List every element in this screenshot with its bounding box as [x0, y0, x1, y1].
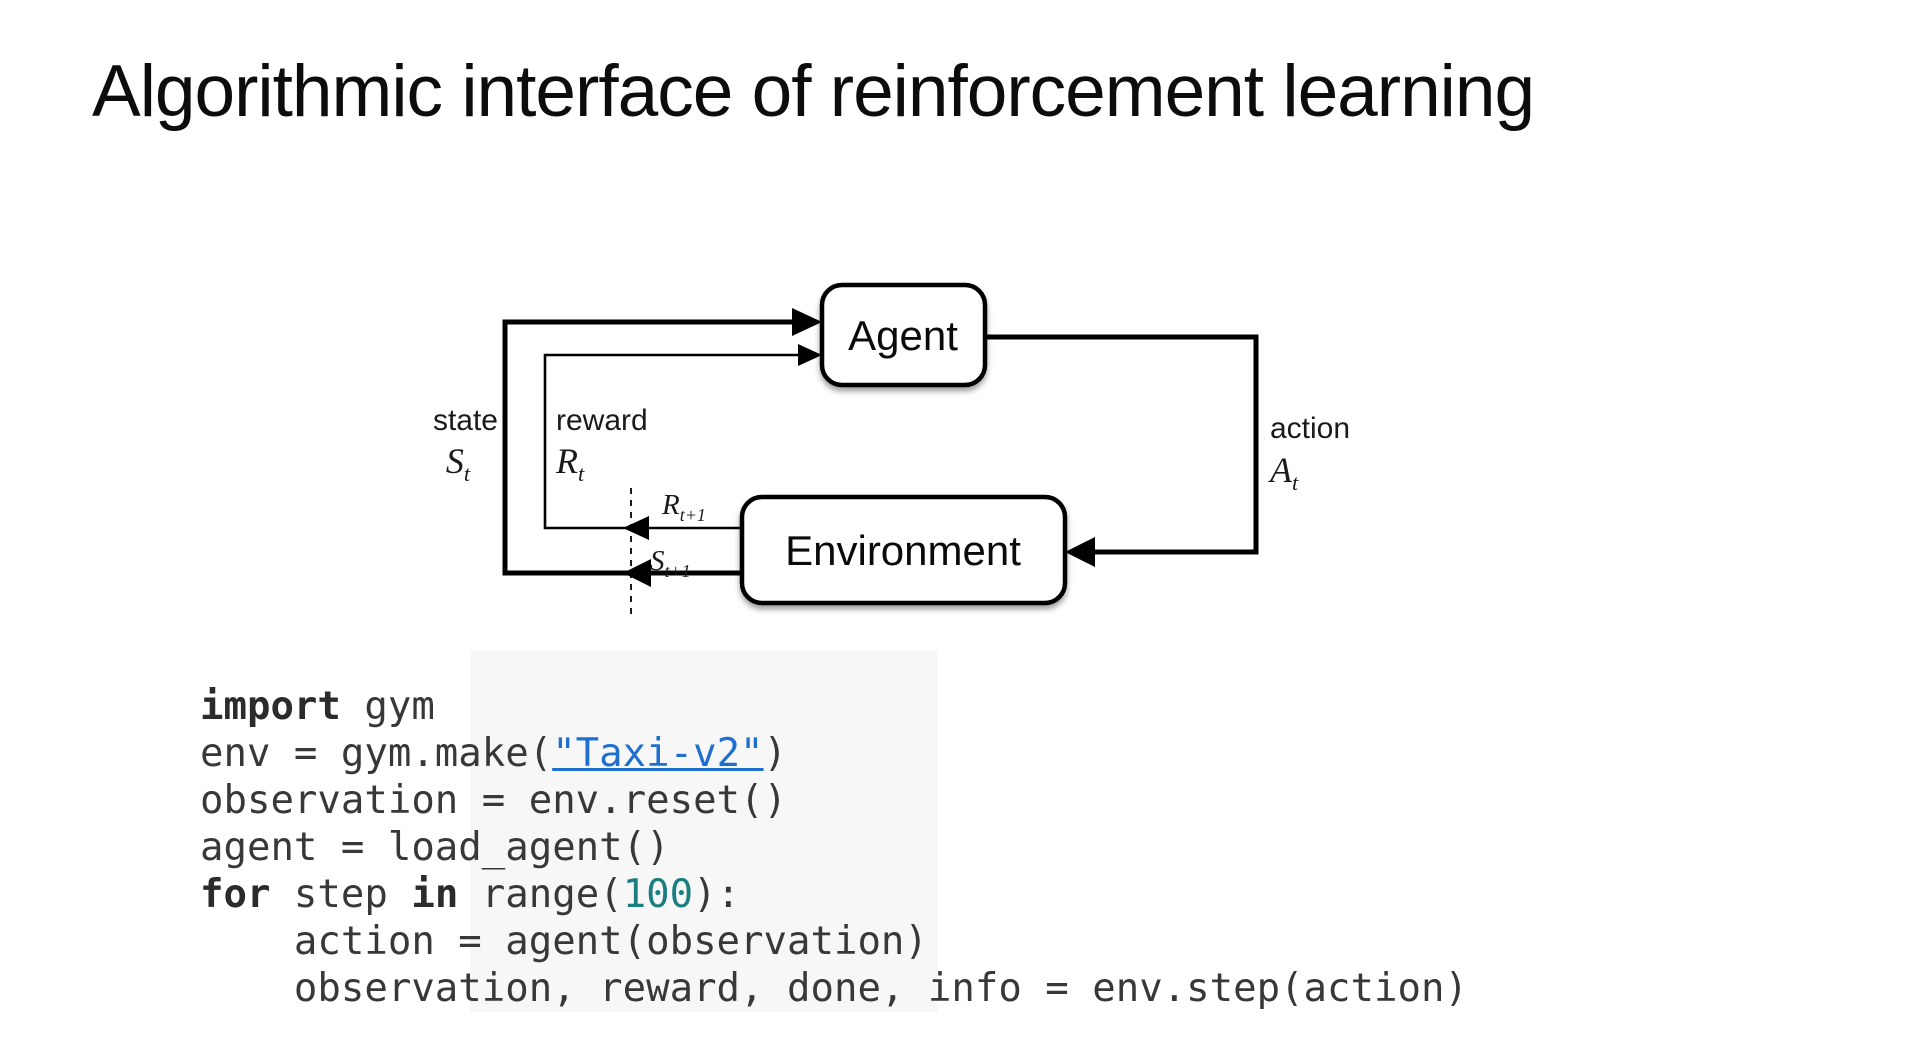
- state-subscript: t: [463, 461, 471, 487]
- number-literal: 100: [622, 872, 694, 917]
- reward-into-agent-arrowhead: [798, 344, 822, 366]
- for-keyword: for: [200, 872, 271, 917]
- agent-box: [819, 282, 988, 388]
- next-state-label: St+1: [650, 545, 691, 582]
- action-subscript: t: [1292, 470, 1299, 496]
- state-symbol-label: St: [426, 440, 490, 487]
- code-line-2: env = gym.make("Taxi-v2"): [200, 730, 1468, 777]
- code-line-4: agent = load_agent(): [200, 824, 1468, 871]
- next-reward-subscript: t+1: [679, 504, 706, 525]
- code-text: env = gym.make(: [200, 731, 553, 776]
- code-line-6: action = agent(observation): [200, 918, 1468, 965]
- code-text: agent = load_agent(): [200, 825, 670, 870]
- code-text: range(: [458, 872, 623, 917]
- reward-symbol-label: Rt: [556, 440, 584, 487]
- import-keyword: import: [200, 684, 341, 729]
- code-text: observation = env.reset(): [200, 778, 787, 823]
- action-word-label: action: [1270, 412, 1351, 445]
- environment-box: [739, 494, 1068, 606]
- taxi-v2-link[interactable]: "Taxi-v2": [552, 731, 764, 776]
- state-symbol: S: [445, 441, 464, 481]
- next-reward-label: Rt+1: [662, 489, 706, 526]
- in-keyword: in: [411, 872, 459, 917]
- next-state-left-arrowhead: [623, 559, 651, 587]
- next-reward-left-arrowhead: [623, 516, 649, 540]
- reward-symbol: R: [556, 441, 578, 481]
- environment-box-label: Environment: [785, 527, 1021, 574]
- code-line-7: observation, reward, done, info = env.st…: [200, 965, 1468, 1012]
- action-symbol-label: At: [1270, 449, 1298, 496]
- state-into-agent-arrowhead: [792, 308, 822, 336]
- reward-subscript: t: [578, 461, 585, 487]
- next-state-subscript: t+1: [664, 560, 691, 581]
- code-text: gym: [340, 684, 435, 729]
- code-text: observation, reward, done, info = env.st…: [200, 966, 1468, 1011]
- rl-loop-diagram: Agent Environment: [502, 282, 1259, 620]
- page-title: Algorithmic interface of reinforcement l…: [92, 51, 1535, 132]
- code-text: action = agent(observation): [200, 919, 928, 964]
- reward-word-label: reward: [556, 404, 648, 437]
- code-text: step: [270, 872, 412, 917]
- code-line-3: observation = env.reset(): [200, 777, 1468, 824]
- next-state-symbol: S: [650, 545, 665, 577]
- code-line-5: for step in range(100):: [200, 871, 1468, 918]
- code-snippet: import gym env = gym.make("Taxi-v2") obs…: [200, 683, 1468, 1012]
- agent-box-label: Agent: [848, 312, 958, 359]
- code-text: ):: [693, 872, 741, 917]
- code-text: ): [763, 731, 788, 776]
- action-wire: [985, 334, 1259, 555]
- state-word-label: state: [432, 404, 498, 437]
- code-line-1: import gym: [200, 683, 1468, 730]
- action-into-environment-arrowhead: [1065, 537, 1095, 567]
- next-reward-symbol: R: [662, 489, 680, 521]
- code-image-backdrop: [470, 650, 938, 1012]
- action-symbol: A: [1270, 450, 1292, 490]
